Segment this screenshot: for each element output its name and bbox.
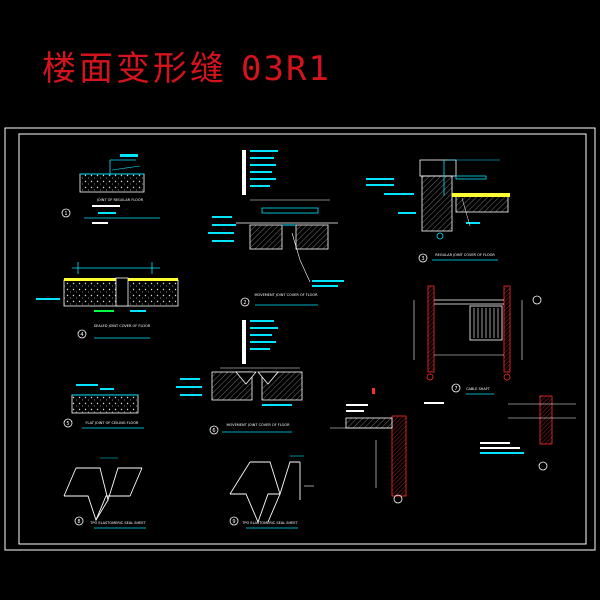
title-code: 03R1 xyxy=(241,49,331,89)
detail-5-caption: FLAT JOINT OF CEILING FLOOR xyxy=(86,421,139,425)
svg-text:4: 4 xyxy=(80,332,83,338)
detail-7: 7 CABLE SHAFT xyxy=(413,285,542,395)
svg-text:8: 8 xyxy=(77,519,80,525)
detail-6-caption: MOVEMENT JOINT COVER OF FLOOR xyxy=(226,423,290,427)
svg-text:2: 2 xyxy=(243,300,246,306)
detail-1: 1 JOINT OF REGULAR FLOOR xyxy=(61,154,160,224)
title-text: 楼面变形缝 xyxy=(42,49,227,89)
detail-2: 2 MOVEMENT JOINT COVER OF FLOOR xyxy=(208,150,344,307)
detail-9-caption: TPO ELASTOMERIC SEAL SHEET xyxy=(241,521,298,525)
svg-text:1: 1 xyxy=(64,211,67,217)
detail-8-caption: TPO ELASTOMERIC SEAL SHEET xyxy=(89,521,146,525)
detail-9: 9 TPO ELASTOMERIC SEAL SHEET xyxy=(229,455,314,529)
detail-edge-section xyxy=(480,395,576,471)
svg-text:9: 9 xyxy=(232,519,235,525)
detail-1-caption: JOINT OF REGULAR FLOOR xyxy=(96,198,144,202)
detail-8: 8 TPO ELASTOMERIC SEAL SHEET xyxy=(63,457,147,529)
svg-text:5: 5 xyxy=(66,421,69,427)
detail-5: 5 FLAT JOINT OF CEILING FLOOR xyxy=(63,384,144,429)
detail-7-caption: CABLE SHAFT xyxy=(466,387,491,391)
detail-2-caption: MOVEMENT JOINT COVER OF FLOOR xyxy=(254,293,318,297)
detail-4: 4 SEALED JOINT COVER OF FLOOR xyxy=(36,262,179,339)
drawing-title: 楼面变形缝 03R1 xyxy=(42,52,331,86)
outer-frame xyxy=(4,127,596,551)
svg-text:6: 6 xyxy=(212,428,215,434)
svg-text:7: 7 xyxy=(454,386,457,392)
svg-text:3: 3 xyxy=(421,256,424,262)
detail-3-caption: REGULAR JOINT COVER OF FLOOR xyxy=(435,253,495,257)
inner-frame xyxy=(18,133,587,545)
detail-3: 3 REGULAR JOINT COVER OF FLOOR xyxy=(366,159,510,263)
detail-4-caption: SEALED JOINT COVER OF FLOOR xyxy=(94,324,151,328)
detail-wall-section xyxy=(330,388,444,504)
detail-6: 6 MOVEMENT JOINT COVER OF FLOOR xyxy=(176,320,303,435)
